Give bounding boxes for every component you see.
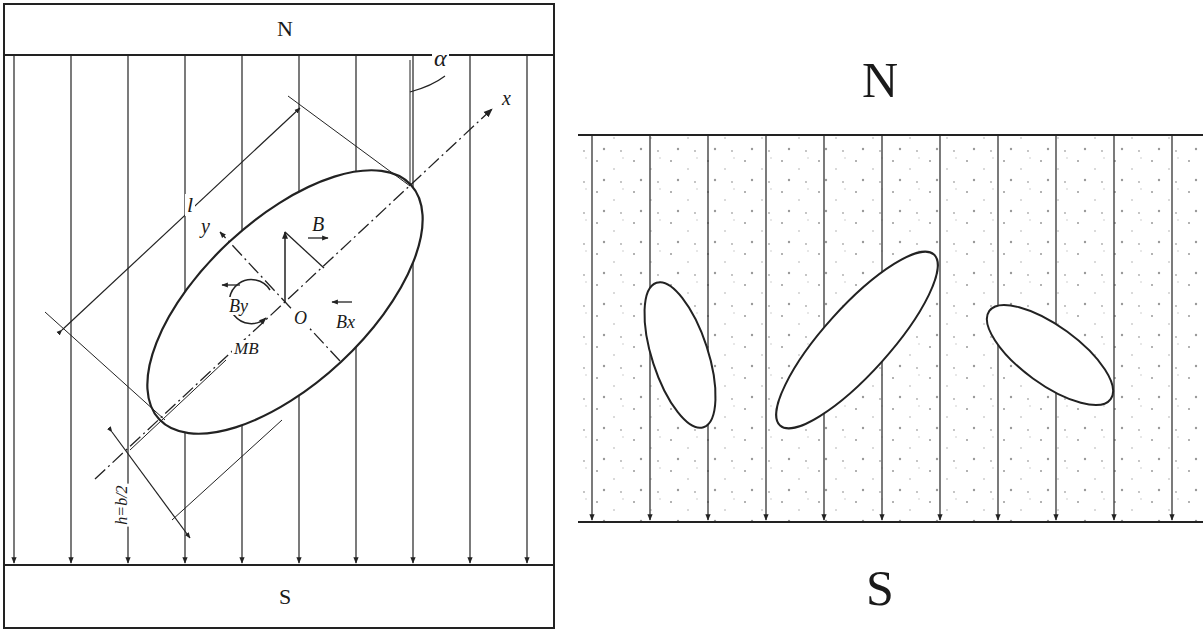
vector-label: Bx [334,313,357,331]
field-line [469,56,470,563]
moment-label: MB [232,340,261,357]
pole-label: N [275,18,295,40]
pole-label: N [860,55,900,105]
field-line [412,56,413,563]
point-label: O [292,309,309,327]
axis-label: y [199,216,212,236]
field-line [939,136,940,520]
pole-label: S [864,563,896,613]
field-line [707,136,708,520]
vector-label: B [310,214,326,234]
field-line [13,56,14,563]
angle-label: α [432,46,449,70]
axis-label: x [500,88,513,108]
field-line [70,56,71,563]
field-line [526,56,527,563]
dimension-label: l [185,194,195,216]
field-line [1171,136,1172,520]
pole-label: S [277,586,293,608]
field-line [591,136,592,520]
field-line [765,136,766,520]
dimension-label: h=b/2 [114,483,130,526]
vector-label: By [227,297,250,315]
field-line [1113,136,1114,520]
